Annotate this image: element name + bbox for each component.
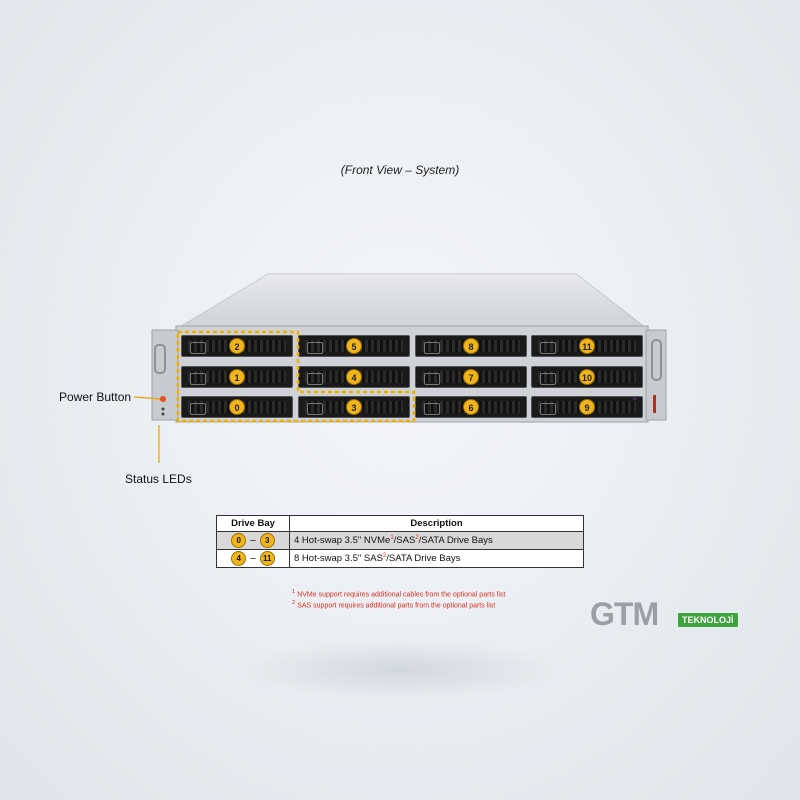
power-button-label: Power Button	[59, 390, 132, 404]
power-button-icon	[160, 396, 166, 402]
range-dash: –	[250, 553, 256, 564]
bay-number: 3	[346, 399, 362, 415]
drive-bay[interactable]: 9	[531, 396, 643, 418]
footnote-ref: 1	[390, 534, 394, 541]
drive-bay-table: Drive Bay Description 0 – 3 4 Hot-swap 3…	[216, 515, 584, 568]
footnote-text: SAS support requires additional parts fr…	[297, 602, 496, 610]
drive-bay[interactable]: 6	[415, 396, 527, 418]
status-leds-label: Status LEDs	[125, 472, 192, 486]
bay-number: 8	[463, 338, 479, 354]
drive-bay[interactable]: 2	[181, 335, 293, 357]
drive-bay[interactable]: 1	[181, 366, 293, 388]
description-cell: 4 Hot-swap 3.5" NVMe1/SAS2/SATA Drive Ba…	[289, 531, 584, 550]
drive-bay[interactable]: 7	[415, 366, 527, 388]
power-leader-line	[133, 396, 161, 400]
bay-number: 9	[579, 399, 595, 415]
desc-text: /SATA Drive Bays	[386, 553, 461, 565]
floor-shadow	[240, 640, 560, 700]
footnote-ref: 2	[415, 534, 419, 541]
table-row: 0 – 3 4 Hot-swap 3.5" NVMe1/SAS2/SATA Dr…	[216, 531, 584, 550]
drive-bay[interactable]: 11	[531, 335, 643, 357]
footnotes: 1 NVMe support requires additional cable…	[292, 588, 505, 611]
bay-number: 4	[346, 369, 362, 385]
drive-bay[interactable]: 10	[531, 366, 643, 388]
bay-range-cell: 4 – 11	[216, 549, 290, 568]
desc-text: 8 Hot-swap 3.5" SAS	[294, 553, 383, 565]
bay-number: 6	[463, 399, 479, 415]
bay-number: 0	[231, 533, 247, 548]
footnote-1: 1 NVMe support requires additional cable…	[292, 588, 505, 599]
col-header-description: Description	[289, 515, 584, 532]
description-cell: 8 Hot-swap 3.5" SAS2/SATA Drive Bays	[289, 549, 584, 568]
footnote-2: 2 SAS support requires additional parts …	[292, 599, 505, 610]
bay-number: 11	[259, 551, 275, 566]
bay-number: 4	[231, 551, 247, 566]
bay-number: 11	[579, 338, 595, 354]
footnote-marker: 2	[292, 600, 296, 607]
bay-number: 7	[463, 369, 479, 385]
col-header-drive-bay: Drive Bay	[216, 515, 290, 532]
bay-range-cell: 0 – 3	[216, 531, 290, 550]
desc-text: /SATA Drive Bays	[418, 535, 493, 547]
bay-number: 5	[346, 338, 362, 354]
drive-bay[interactable]: 4	[298, 366, 410, 388]
footnote-text: NVMe support requires additional cables …	[297, 591, 506, 599]
range-dash: –	[250, 535, 256, 546]
gtm-logo: GTM	[590, 596, 659, 632]
footnote-ref: 2	[382, 552, 387, 559]
desc-text: 4 Hot-swap 3.5" NVMe	[294, 535, 391, 547]
desc-text: /SAS	[393, 535, 416, 547]
svg-text:▮: ▮	[632, 397, 638, 400]
bay-number: 3	[259, 533, 275, 548]
teknoloji-logo-tag: TEKNOLOJİ	[677, 612, 739, 628]
bay-number: 10	[579, 369, 595, 385]
bay-number: 0	[229, 399, 245, 415]
bay-number: 1	[229, 369, 245, 385]
drive-bay[interactable]: 0	[181, 396, 293, 418]
table-row: 4 – 11 8 Hot-swap 3.5" SAS2/SATA Drive B…	[216, 549, 584, 568]
figure-caption: (Front View – System)	[340, 163, 460, 177]
footnote-marker: 1	[292, 589, 296, 595]
bay-number: 2	[229, 338, 245, 354]
drive-bay[interactable]: 3	[298, 396, 410, 418]
drive-bay[interactable]: 8	[415, 335, 527, 357]
